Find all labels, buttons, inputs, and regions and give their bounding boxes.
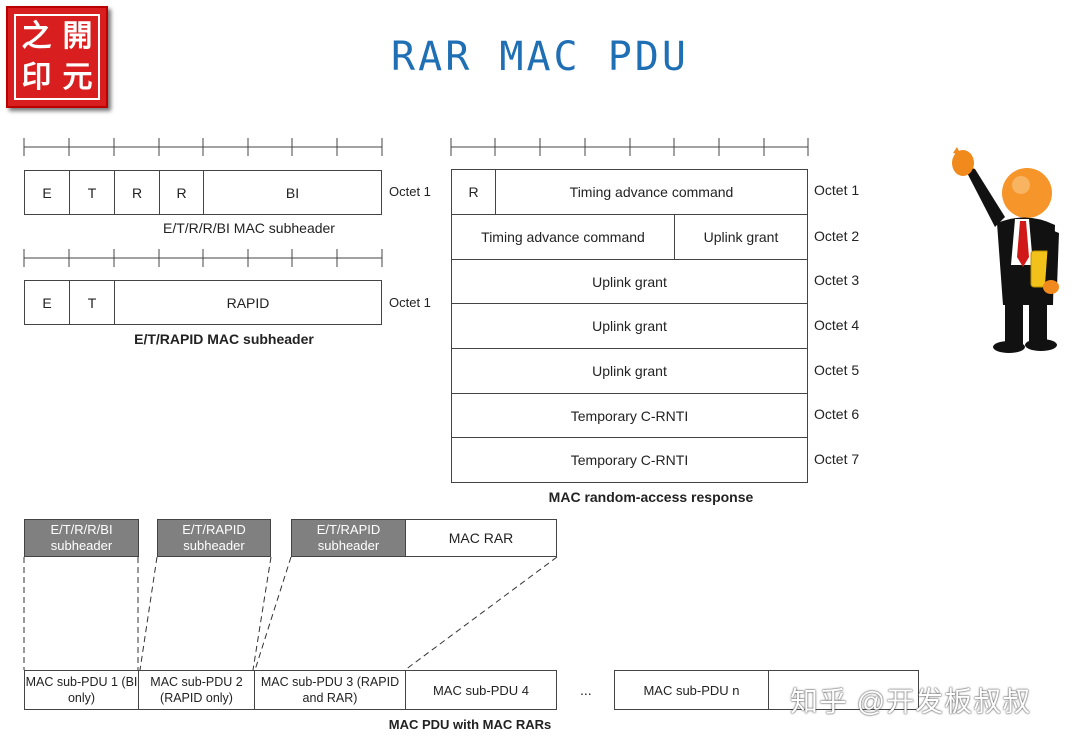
octet-label: Octet 5 xyxy=(814,362,860,378)
logo-char: 印 xyxy=(21,59,52,95)
pdu-subheader-rapid: E/T/RAPID subheader xyxy=(157,519,271,557)
mac-sub-pdu-4: MAC sub-PDU 4 xyxy=(405,670,557,710)
bit-ruler-1 xyxy=(23,138,383,156)
caption-mac-pdu: MAC PDU with MAC RARs xyxy=(388,717,552,732)
field-r: R xyxy=(114,170,160,215)
octet-label: Octet 1 xyxy=(389,295,431,310)
ellipsis: ... xyxy=(580,682,592,698)
mac-sub-pdu-2: MAC sub-PDU 2 (RAPID only) xyxy=(138,670,255,710)
pdu-subheader-bi: E/T/R/R/BI subheader xyxy=(24,519,139,557)
octet-label: Octet 2 xyxy=(814,228,860,244)
mac-sub-pdu-3: MAC sub-PDU 3 (RAPID and RAR) xyxy=(254,670,406,710)
caption-rapid-subheader: E/T/RAPID MAC subheader xyxy=(134,331,314,347)
octet-label: Octet 4 xyxy=(814,317,860,333)
rar-field-timing-advance: Timing advance command xyxy=(451,214,675,260)
octet-label: Octet 1 xyxy=(814,182,860,198)
rar-field-temp-crnti: Temporary C-RNTI xyxy=(451,437,808,483)
rar-field-r: R xyxy=(451,169,496,215)
field-rapid: RAPID xyxy=(114,280,382,325)
field-t: T xyxy=(69,170,115,215)
field-r: R xyxy=(159,170,204,215)
presenter-figure-icon xyxy=(952,147,1059,353)
logo-char: 之 xyxy=(21,18,52,54)
mac-sub-pdu-n: MAC sub-PDU n xyxy=(614,670,769,710)
rar-field-uplink-grant: Uplink grant xyxy=(674,214,808,260)
connector-lines xyxy=(23,556,558,671)
field-e: E xyxy=(24,280,70,325)
octet-label: Octet 7 xyxy=(814,451,860,467)
logo-char: 元 xyxy=(62,59,93,95)
pdu-mac-rar: MAC RAR xyxy=(405,519,557,557)
logo-char: 開 xyxy=(62,18,93,54)
rar-field-uplink-grant: Uplink grant xyxy=(451,348,808,394)
bit-ruler-3 xyxy=(450,138,809,156)
logo-seal: 之 開 印 元 xyxy=(6,6,108,108)
field-bi: BI xyxy=(203,170,382,215)
octet-label: Octet 1 xyxy=(389,184,431,199)
rar-field-timing-advance: Timing advance command xyxy=(495,169,808,215)
mac-sub-pdu-1: MAC sub-PDU 1 (BI only) xyxy=(24,670,139,710)
octet-label: Octet 3 xyxy=(814,272,860,288)
octet-label: Octet 6 xyxy=(814,406,860,422)
rar-field-uplink-grant: Uplink grant xyxy=(451,259,808,304)
page-title: RAR MAC PDU xyxy=(391,34,689,80)
field-e: E xyxy=(24,170,70,215)
rar-field-uplink-grant: Uplink grant xyxy=(451,303,808,349)
mac-sub-pdu-n-tail xyxy=(768,670,919,710)
rar-field-temp-crnti: Temporary C-RNTI xyxy=(451,393,808,438)
watermark: 知乎 @开发板叔叔 xyxy=(790,686,1032,717)
pdu-subheader-rapid: E/T/RAPID subheader xyxy=(291,519,406,557)
caption-bi-subheader: E/T/R/R/BI MAC subheader xyxy=(163,220,335,236)
caption-mac-rar: MAC random-access response xyxy=(548,489,754,505)
field-t: T xyxy=(69,280,115,325)
bit-ruler-2 xyxy=(23,249,383,267)
